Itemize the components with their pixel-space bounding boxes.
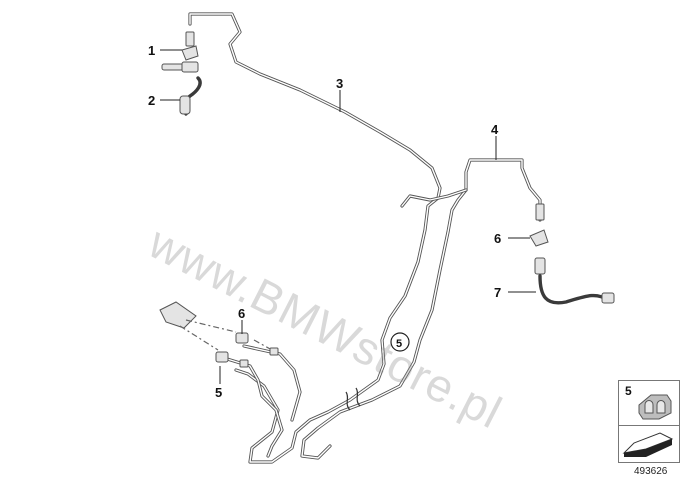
- callout-6-left: 2: [148, 93, 155, 108]
- legend-number: 5: [625, 384, 632, 398]
- legend-arrow: [618, 425, 680, 463]
- circled-callout-label: 5: [396, 338, 402, 350]
- circled-callout-5: 5: [390, 332, 410, 352]
- callout-3: 5: [215, 385, 222, 400]
- callout-7-left: 1: [148, 43, 155, 58]
- callouts: 1 2 3 4 5 6 7 6: [148, 43, 501, 400]
- fitting-3: [215, 351, 249, 368]
- brake-hose-6-left: [161, 31, 202, 116]
- diagram-number: 493626: [634, 466, 668, 477]
- direction-arrow-icon: [622, 432, 674, 457]
- line-break-marks: [345, 387, 361, 411]
- callout-4: 6: [238, 306, 245, 321]
- leader-lines: [160, 49, 536, 384]
- callout-2: 4: [491, 122, 499, 137]
- callout-7-right: 6: [494, 231, 501, 246]
- pipe-clip-icon: [638, 394, 672, 420]
- brake-line-2: [300, 158, 542, 460]
- callout-1: 3: [336, 76, 343, 91]
- fitting-4: [235, 332, 279, 356]
- brake-hose-6-right: [529, 203, 615, 305]
- legend-item-5: 5: [618, 380, 680, 426]
- brake-line-3: [222, 344, 302, 458]
- connector-module: [159, 301, 273, 351]
- brake-line-1: [188, 12, 442, 464]
- callout-6-right: 7: [494, 285, 501, 300]
